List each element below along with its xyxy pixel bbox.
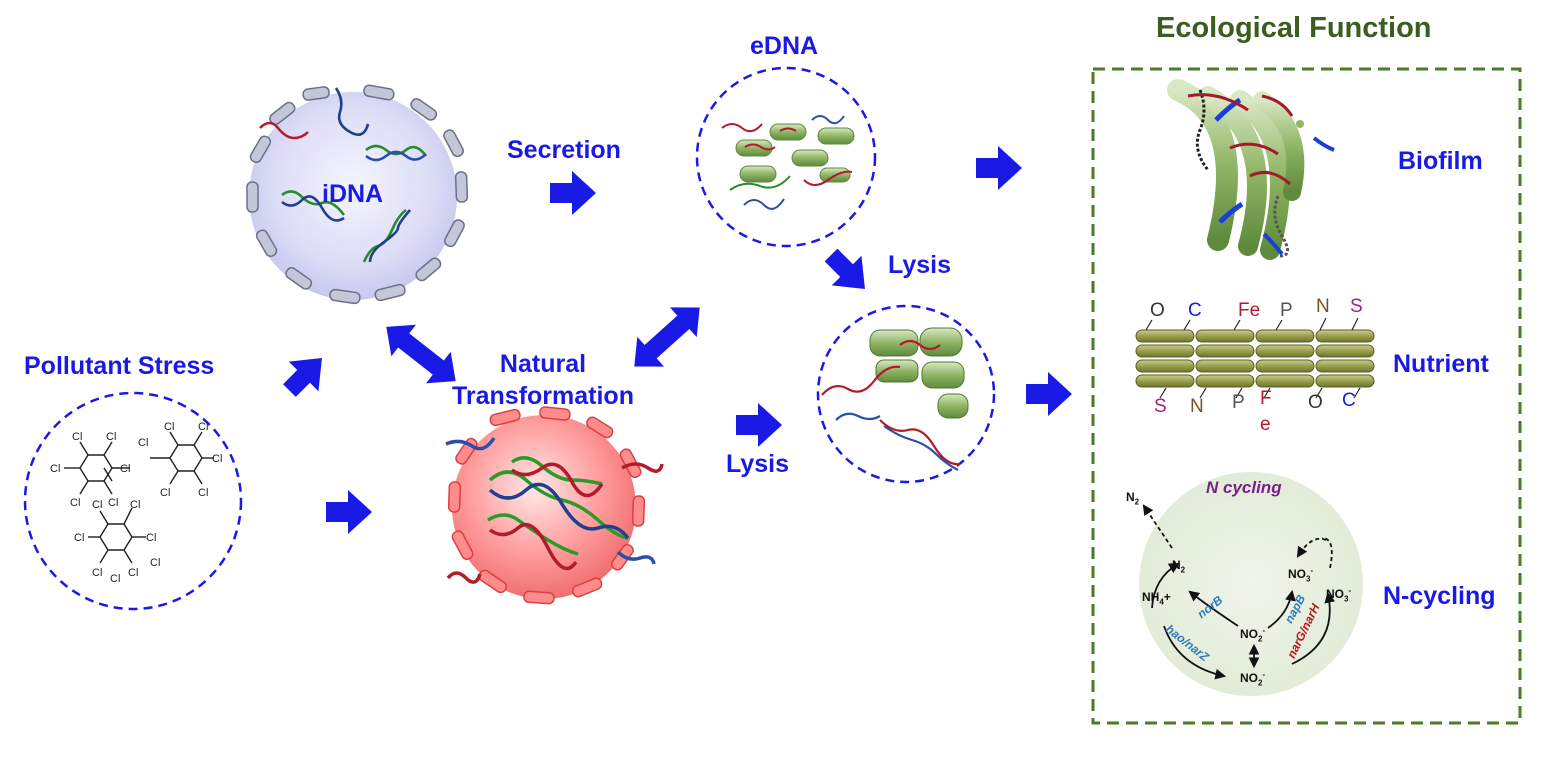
secretion-arrow [550, 171, 596, 215]
nutrient-letter: O [1308, 392, 1323, 413]
cl-atom-label: Cl [150, 557, 160, 569]
cl-atom-label: Cl [198, 487, 208, 499]
nutrient-label: Nutrient [1393, 350, 1489, 378]
pollutant-circle: Cl Cl Cl Cl Cl Cl Cl Cl Cl Cl Cl Cl Cl C… [23, 391, 243, 611]
nutrient-letter: N [1316, 296, 1330, 317]
cl-atom-label: Cl [72, 431, 82, 443]
n2-outer: N2 [1126, 490, 1140, 507]
lysis-label-mid: Lysis [726, 450, 790, 478]
nutrient-letter: C [1342, 390, 1356, 411]
no2-center: NO2- [1240, 626, 1266, 644]
lysis-circle [816, 304, 996, 484]
nutrient-letter: Fe [1238, 300, 1261, 321]
lysis-arrow-down [824, 248, 865, 289]
cl-atom-label: Cl [128, 567, 138, 579]
edna-circle [695, 66, 877, 248]
lysis-arrow-mid [736, 403, 782, 447]
ecological-function-box [1091, 67, 1522, 725]
no3-upper: NO3- [1288, 566, 1314, 584]
nutrient-letter: e [1260, 414, 1271, 435]
pollutant-arrow-up [283, 358, 322, 397]
nutrient-letter: F [1260, 388, 1272, 409]
pcb-structures [64, 431, 214, 564]
n-cycling-illustration [1139, 472, 1363, 696]
cl-atom-label: Cl [130, 499, 140, 511]
cl-atom-label: Cl [108, 497, 118, 509]
n-cycling-title: N cycling [1206, 478, 1282, 497]
cl-atom-label: Cl [106, 431, 116, 443]
cl-atom-label: Cl [74, 532, 84, 544]
edna-label: eDNA [750, 32, 819, 60]
nutrient-letter: O [1150, 300, 1165, 321]
cl-atom-label: Cl [92, 567, 102, 579]
nutrient-letter: P [1280, 300, 1293, 321]
natural-transformation-line2: Transformation [452, 382, 634, 410]
pollutant-arrow-right [326, 490, 372, 534]
cell-wall-segments [246, 84, 469, 305]
nutrient-letter: S [1350, 296, 1363, 317]
cl-labels: Cl Cl Cl Cl Cl Cl Cl Cl Cl Cl Cl Cl Cl C… [50, 421, 222, 585]
to-ecological-arrow-mid [1026, 372, 1072, 416]
cl-atom-label: Cl [212, 453, 222, 465]
biofilm-illustration [1167, 79, 1335, 260]
nutrient-letter: N [1190, 396, 1204, 417]
idna-transformation-double-arrow [386, 324, 456, 384]
cl-atom-label: Cl [146, 532, 156, 544]
pollutant-stress-label: Pollutant Stress [24, 352, 215, 380]
cl-atom-label: Cl [70, 497, 80, 509]
ecological-function-title: Ecological Function [1156, 12, 1432, 44]
cl-atom-label: Cl [120, 463, 130, 475]
idna-label: iDNA [322, 180, 384, 208]
nh4-label: NH4+ [1142, 590, 1171, 607]
biofilm-label: Biofilm [1398, 147, 1483, 175]
n-cycling-label: N-cycling [1383, 582, 1496, 610]
no2-bottom: NO2- [1240, 670, 1266, 688]
idna-cell [246, 84, 469, 305]
secretion-label: Secretion [507, 136, 621, 164]
edna-transformation-double-arrow [634, 307, 700, 367]
cl-atom-label: Cl [50, 463, 60, 475]
nutrient-illustration [1135, 317, 1375, 399]
nutrient-letter: S [1154, 396, 1167, 417]
to-ecological-arrow-top [976, 146, 1022, 190]
cl-atom-label: Cl [198, 421, 208, 433]
cl-atom-label: Cl [110, 573, 120, 585]
transformation-cell [445, 406, 664, 605]
n2-inner: N2 [1172, 558, 1186, 575]
cl-atom-label: Cl [92, 499, 102, 511]
lysis-label-top: Lysis [888, 251, 952, 279]
natural-transformation-label: Natural Transformation [444, 348, 642, 412]
natural-transformation-line1: Natural [499, 350, 587, 378]
cl-atom-label: Cl [138, 437, 148, 449]
no3-right: NO3- [1326, 586, 1352, 604]
idna-strands [259, 87, 428, 263]
cl-atom-label: Cl [164, 421, 174, 433]
nutrient-letter: C [1188, 300, 1202, 321]
cl-atom-label: Cl [160, 487, 170, 499]
nutrient-letter: P [1232, 392, 1245, 413]
